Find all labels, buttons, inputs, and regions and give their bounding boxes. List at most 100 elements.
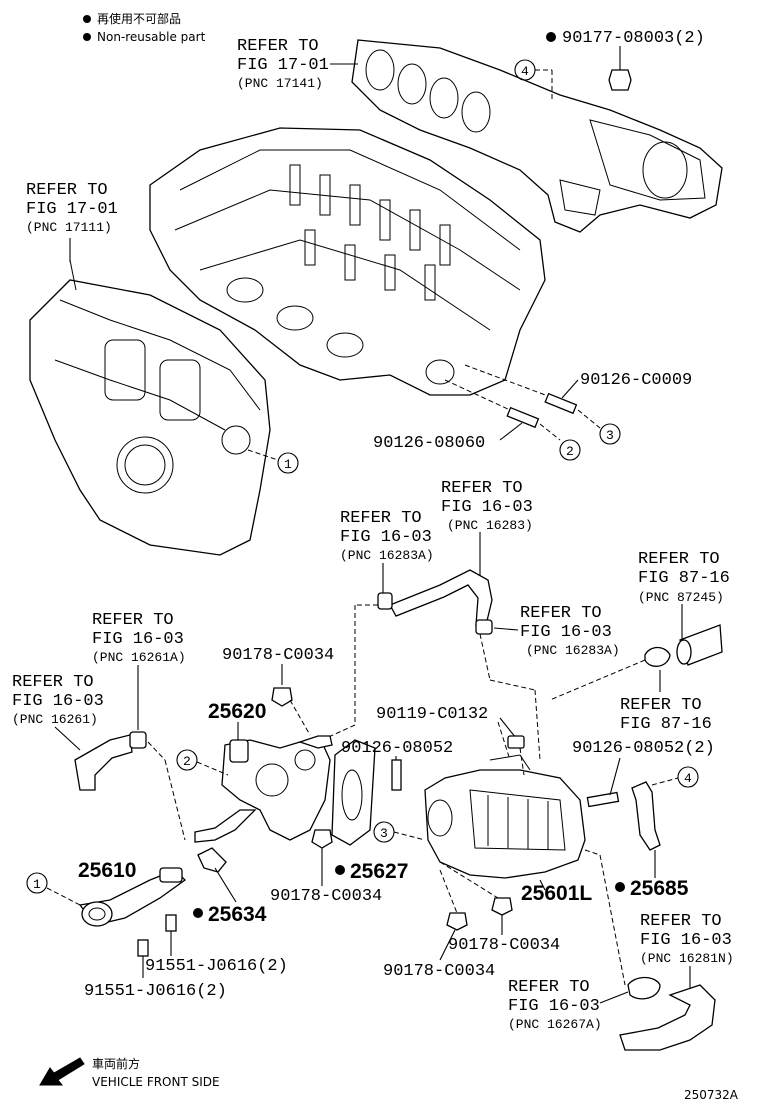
refer-16261-3: (PNC 16261) — [12, 712, 98, 727]
nonreusable-dot-icon — [615, 882, 625, 892]
hose-clamp — [475, 619, 493, 635]
refer-87-2: FIG 87-16 — [620, 715, 712, 734]
refer-87245-3: (PNC 87245) — [638, 590, 724, 605]
callout-circle-2-top — [559, 439, 581, 461]
refer-16283-3: (PNC 16283) — [447, 518, 533, 533]
nut — [491, 897, 513, 916]
nonreusable-dot-icon — [193, 908, 203, 918]
black-dot-icon — [83, 33, 91, 41]
refer-87-1: REFER TO — [620, 696, 702, 715]
bracket-25685 — [631, 781, 661, 851]
hose-clamp-16267 — [627, 976, 661, 1000]
part-25627: 25627 — [350, 860, 408, 883]
refer-87245-2: FIG 87-16 — [638, 569, 730, 588]
refer-16283a-b1: REFER TO — [520, 604, 602, 623]
part-90119: 90119-C0132 — [376, 705, 488, 724]
nut — [446, 912, 468, 931]
refer-16267a-3: (PNC 16267A) — [508, 1017, 602, 1032]
hose-clamp — [129, 731, 147, 749]
stud-bolts — [506, 392, 578, 429]
egr-valve-drawing — [194, 735, 333, 843]
refer-16267a-1: REFER TO — [508, 978, 590, 997]
refer-int-1: REFER TO — [26, 181, 108, 200]
refer-16261a-2: FIG 16-03 — [92, 630, 184, 649]
refer-16283-1: REFER TO — [441, 479, 523, 498]
part-25685: 25685 — [630, 877, 689, 900]
part-25601l: 25601L — [521, 882, 592, 905]
gasket-25634 — [197, 847, 227, 873]
cylinder-head-drawing — [149, 127, 546, 396]
callout-circle-4-mid — [677, 766, 699, 788]
legend-jp: 再使用不可部品 — [97, 11, 181, 26]
refer-16283-2: FIG 16-03 — [441, 498, 533, 517]
callout-4-mid: 4 — [684, 771, 692, 786]
callout-1-mid: 1 — [33, 877, 41, 892]
refer-16261a-3: (PNC 16261A) — [92, 650, 186, 665]
callout-1-top: 1 — [284, 457, 292, 472]
refer-16281n-3: (PNC 16281N) — [640, 951, 734, 966]
refer-16283a-b2: FIG 16-03 — [520, 623, 612, 642]
callout-2-top: 2 — [566, 444, 574, 459]
part-90126-c0009: 90126-C0009 — [580, 371, 692, 390]
intake-manifold-drawing — [29, 259, 271, 556]
black-dot-icon — [83, 15, 91, 23]
refer-16281n-1: REFER TO — [640, 912, 722, 931]
gasket-25627 — [331, 739, 376, 846]
part-90177: 90177-08003(2) — [562, 29, 705, 48]
callout-4-top: 4 — [521, 64, 529, 79]
legend-en: Non-reusable part — [97, 30, 206, 44]
water-hose-left — [74, 734, 133, 791]
water-hose-upper — [389, 569, 493, 626]
refer-exh-1: REFER TO — [237, 37, 319, 56]
part-91551-b: 91551-J0616(2) — [84, 982, 227, 1001]
part-90178-top: 90178-C0034 — [222, 646, 334, 665]
refer-16283a-1: REFER TO — [340, 509, 422, 528]
refer-16281n-2: FIG 16-03 — [640, 931, 732, 950]
refer-16261a-1: REFER TO — [92, 611, 174, 630]
refer-87245-1: REFER TO — [638, 550, 720, 569]
bolt — [165, 914, 177, 932]
refer-exh-2: FIG 17-01 — [237, 56, 329, 75]
part-90126-08052-2: 90126-08052(2) — [572, 739, 715, 758]
front-jp: 車両前方 — [92, 1056, 140, 1071]
part-90178-mid: 90178-C0034 — [270, 887, 382, 906]
refer-16267a-2: FIG 16-03 — [508, 997, 600, 1016]
callout-3-top: 3 — [606, 428, 614, 443]
front-arrow-icon — [39, 1057, 85, 1086]
part-90126-08060: 90126-08060 — [373, 434, 485, 453]
egr-pipe-25610 — [78, 867, 187, 927]
hose-clamp — [377, 592, 393, 610]
bolt — [507, 735, 525, 749]
bolt — [137, 939, 149, 957]
stud — [391, 759, 402, 791]
callout-circle-2-mid — [176, 749, 198, 771]
callout-circle-1-mid — [26, 872, 48, 894]
part-25610: 25610 — [78, 859, 136, 882]
refer-int-3: (PNC 17111) — [26, 220, 112, 235]
part-90126-08052: 90126-08052 — [341, 739, 453, 758]
refer-16261-1: REFER TO — [12, 673, 94, 692]
part-91551-a: 91551-J0616(2) — [145, 957, 288, 976]
refer-int-2: FIG 17-01 — [26, 200, 118, 219]
nonreusable-dot-icon — [335, 865, 345, 875]
refer-exh-3: (PNC 17141) — [237, 76, 323, 91]
water-hose-lower — [619, 984, 716, 1051]
nut — [311, 829, 333, 849]
refer-16283a-3: (PNC 16283A) — [340, 548, 434, 563]
refer-16283a-b3: (PNC 16283A) — [526, 643, 620, 658]
part-90178-r2: 90178-C0034 — [383, 962, 495, 981]
front-en: VEHICLE FRONT SIDE — [92, 1075, 220, 1089]
refer-16283a-2: FIG 16-03 — [340, 528, 432, 547]
callout-3-mid: 3 — [380, 826, 388, 841]
nut — [608, 69, 632, 91]
stud — [586, 791, 620, 808]
callout-2-mid: 2 — [183, 754, 191, 769]
part-25620: 25620 — [208, 700, 266, 723]
callout-circle-3-top — [599, 423, 621, 445]
egr-cooler-drawing — [424, 754, 586, 879]
illustration-code: 250732A — [684, 1088, 739, 1102]
hose-clamp-87 — [644, 646, 671, 667]
part-90178-r1: 90178-C0034 — [448, 936, 560, 955]
